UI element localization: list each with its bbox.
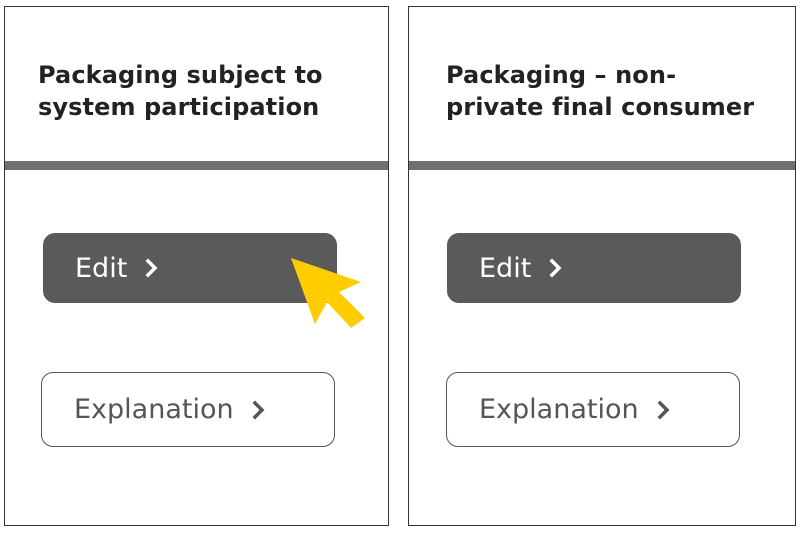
explanation-button[interactable]: Explanation bbox=[41, 372, 335, 447]
card-title: Packaging subject to system participatio… bbox=[38, 61, 323, 121]
chevron-right-icon bbox=[250, 400, 268, 420]
chevron-right-icon bbox=[547, 258, 565, 278]
card-divider bbox=[409, 161, 795, 170]
chevron-right-icon bbox=[143, 258, 161, 278]
card-non-private-final-consumer: Packaging – non-private final consumer E… bbox=[408, 6, 796, 526]
edit-button-label: Edit bbox=[479, 252, 532, 284]
edit-button[interactable]: Edit bbox=[43, 233, 337, 303]
edit-button-label: Edit bbox=[75, 252, 128, 284]
chevron-right-icon bbox=[655, 400, 673, 420]
explanation-button-label: Explanation bbox=[479, 394, 639, 425]
card-system-participation: Packaging subject to system participatio… bbox=[4, 6, 389, 526]
explanation-button[interactable]: Explanation bbox=[446, 372, 740, 447]
card-divider bbox=[5, 161, 388, 170]
edit-button[interactable]: Edit bbox=[447, 233, 741, 303]
card-title: Packaging – non-private final consumer bbox=[446, 61, 755, 121]
explanation-button-label: Explanation bbox=[74, 394, 234, 425]
